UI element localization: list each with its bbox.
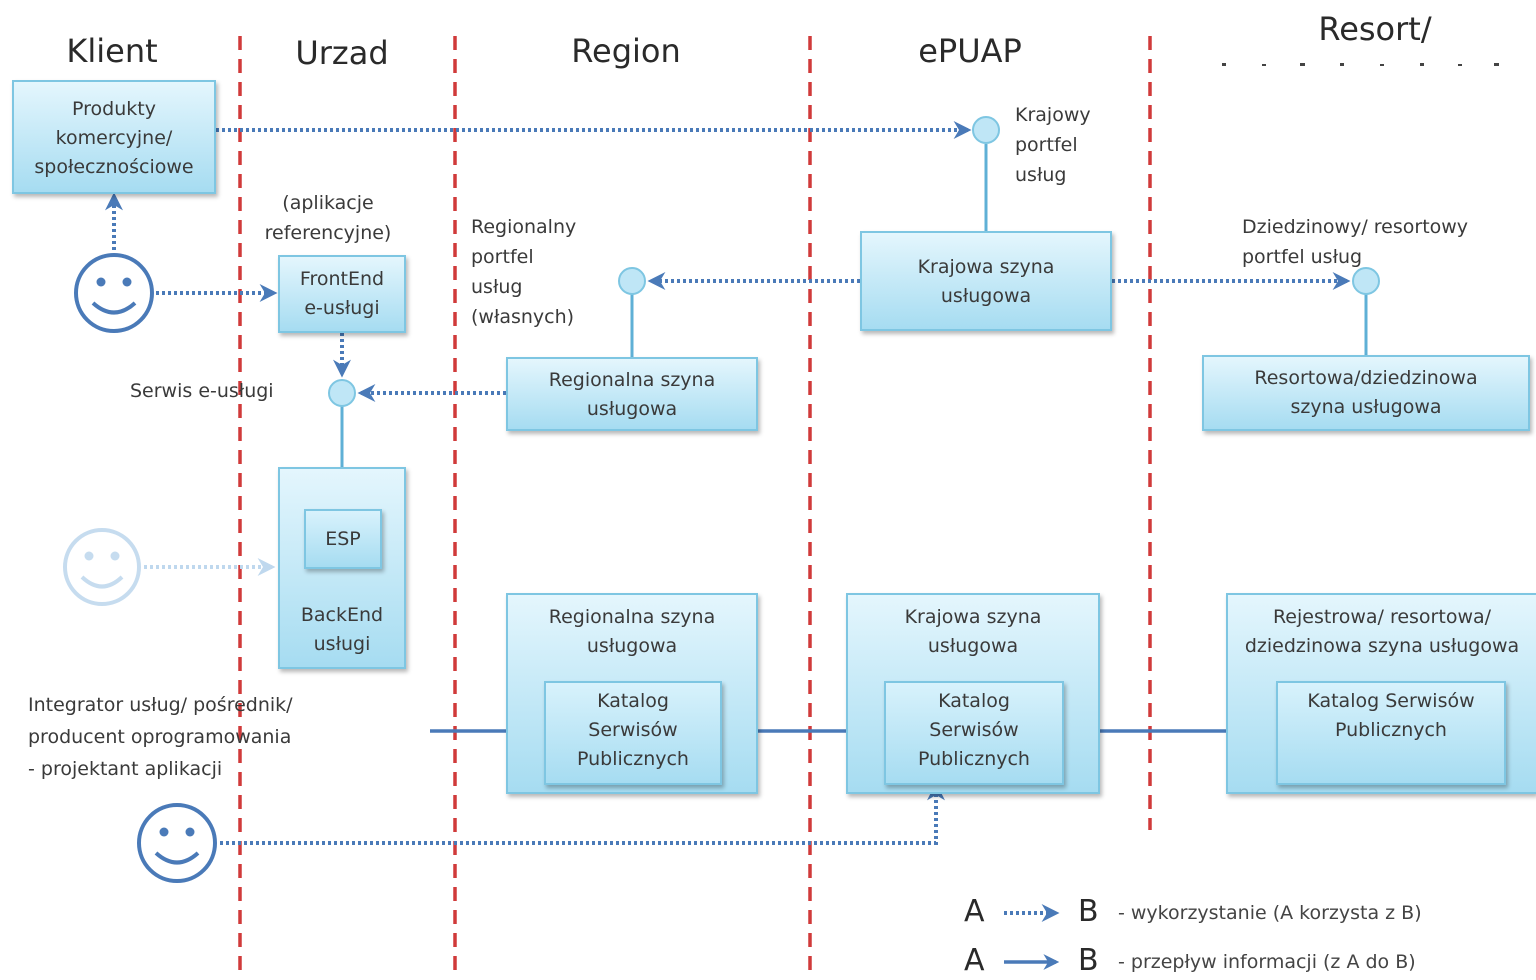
rejestrowa-szyna-label: Rejestrowa/ resortowa/ dziedzinowa szyna… [1244, 606, 1520, 657]
produkty-label: Produkty komercyjne/ społecznościowe [34, 98, 194, 178]
krajowa-szyna-bottom-box: Krajowa szyna usługowa Katalog Serwisów … [846, 593, 1100, 794]
regionalna-szyna-top-box: Regionalna szyna usługowa [506, 357, 758, 431]
integrator-smiley-icon [137, 803, 217, 883]
lane-header-klient: Klient [66, 32, 158, 70]
krajowa-szyna-top-box: Krajowa szyna usługowa [860, 231, 1112, 331]
legend-a-flow: A [964, 943, 985, 978]
lane-header-resort: Resort/ [1318, 10, 1432, 48]
serwis-connector [328, 379, 356, 407]
krajowa-szyna-bottom-label: Krajowa szyna usługowa [904, 606, 1042, 657]
lane-header-urzad: Urzad [295, 34, 389, 72]
regionalny-portfel-label: Regionalny portfel usług (własnych) [471, 216, 577, 328]
katalog-epuap-box: Katalog Serwisów Publicznych [884, 681, 1064, 785]
legend-b-usage: B [1078, 894, 1099, 929]
lane-header-region: Region [571, 32, 681, 70]
legend-b-flow: B [1078, 943, 1099, 978]
lane-header-epuap: ePUAP [918, 32, 1022, 70]
backend-label: BackEnd usługi [300, 604, 384, 655]
regionalna-szyna-bottom-label: Regionalna szyna usługowa [548, 606, 716, 657]
legend-flow-desc: - przepływ informacji (z A do B) [1118, 951, 1416, 973]
resortowa-szyna-top-label: Resortowa/dziedzinowa szyna usługowa [1254, 367, 1478, 418]
dziedzinowy-portfel-connector [1352, 267, 1380, 295]
integrator-label: Integrator usług/ pośrednik/ producent o… [28, 694, 293, 780]
serwis-label: Serwis e-usługi [130, 380, 274, 402]
regionalna-szyna-bottom-box: Regionalna szyna usługowa Katalog Serwis… [506, 593, 758, 794]
user-smiley-icon [74, 253, 154, 333]
krajowy-portfel-connector [972, 116, 1000, 144]
regionalny-portfel-connector [618, 267, 646, 295]
krajowy-portfel-label: Krajowy portfel usług [1015, 104, 1091, 186]
katalog-resort-box: Katalog Serwisów Publicznych [1276, 681, 1506, 785]
backend-box: ESP BackEnd usługi [278, 467, 406, 669]
legend-usage-desc: - wykorzystanie (A korzysta z B) [1118, 902, 1422, 924]
esp-box: ESP [304, 509, 382, 569]
produkty-box: Produkty komercyjne/ społecznościowe [12, 80, 216, 194]
frontend-label: FrontEnd e-usługi [299, 268, 385, 319]
katalog-region-box: Katalog Serwisów Publicznych [544, 681, 722, 785]
rejestrowa-szyna-box: Rejestrowa/ resortowa/ dziedzinowa szyna… [1226, 593, 1536, 794]
legend-a-usage: A [964, 894, 985, 929]
krajowa-szyna-top-label: Krajowa szyna usługowa [917, 256, 1055, 307]
faded-user-smiley-icon [63, 528, 141, 606]
dziedzinowy-portfel-label: Dziedzinowy/ resortowy portfel usług [1242, 216, 1469, 268]
frontend-box: FrontEnd e-usługi [278, 255, 406, 333]
resortowa-szyna-top-box: Resortowa/dziedzinowa szyna usługowa [1202, 355, 1530, 431]
aplikacje-label: (aplikacje referencyjne) [264, 192, 392, 244]
regionalna-szyna-top-label: Regionalna szyna usługowa [548, 369, 716, 420]
arrow-integrator-user-to-katalog [220, 782, 945, 845]
